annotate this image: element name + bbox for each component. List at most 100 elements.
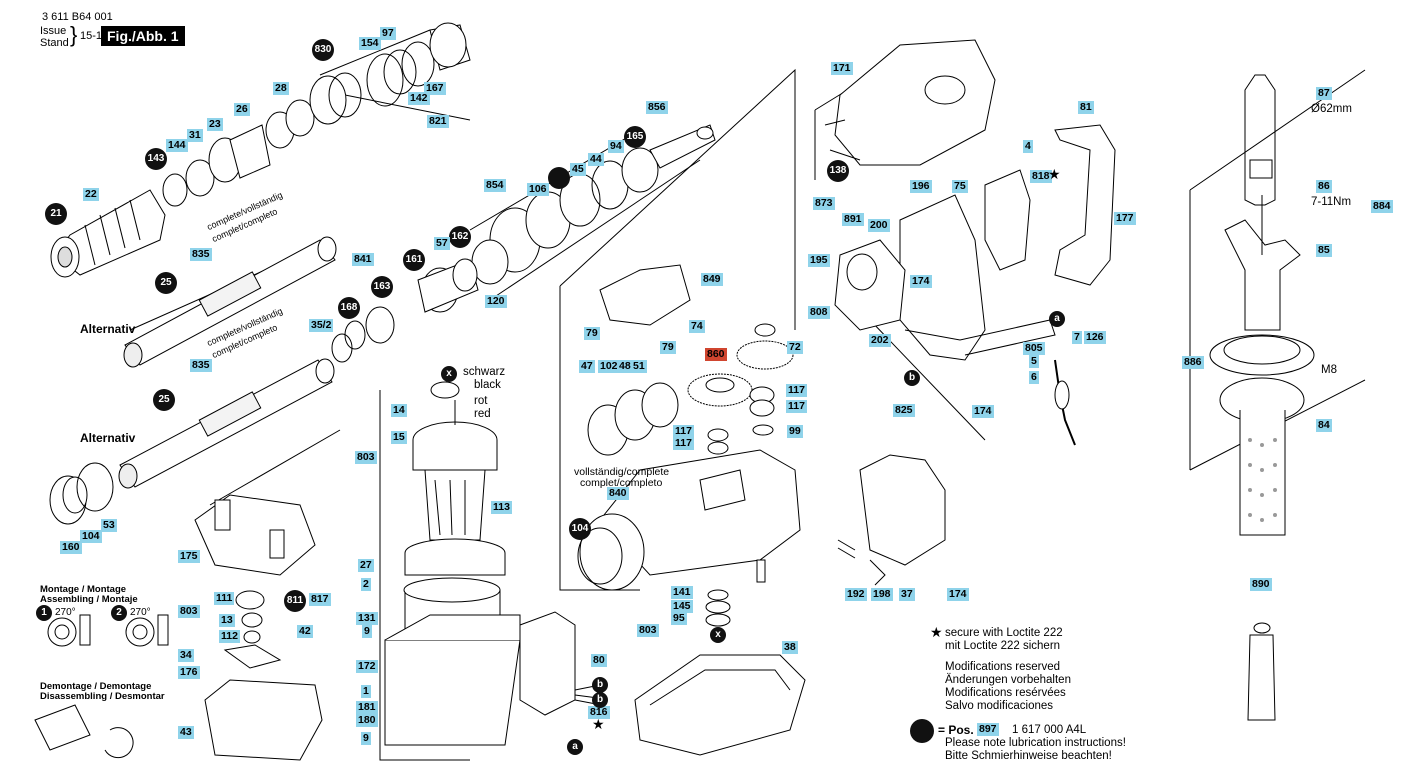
callout-890[interactable]: 890 <box>1250 578 1272 591</box>
callout-196[interactable]: 196 <box>910 180 932 193</box>
callout-27[interactable]: 27 <box>358 559 374 572</box>
callout-195[interactable]: 195 <box>808 254 830 267</box>
callout-26[interactable]: 26 <box>234 103 250 116</box>
callout-200[interactable]: 200 <box>868 219 890 232</box>
callout-816[interactable]: 816 <box>588 706 610 719</box>
callout-803-b[interactable]: 803 <box>178 605 200 618</box>
callout-117-a[interactable]: 117 <box>786 384 807 397</box>
callout-87[interactable]: 87 <box>1316 87 1332 100</box>
callout-28[interactable]: 28 <box>273 82 289 95</box>
callout-43[interactable]: 43 <box>178 726 194 739</box>
callout-9-b[interactable]: 9 <box>361 732 371 745</box>
callout-161[interactable]: 161 <box>403 249 425 271</box>
callout-181[interactable]: 181 <box>356 701 378 714</box>
callout-117-d[interactable]: 117 <box>673 437 694 450</box>
callout-22[interactable]: 22 <box>83 188 99 201</box>
callout-6[interactable]: 6 <box>1029 371 1039 384</box>
callout-45-dot[interactable] <box>548 167 570 189</box>
callout-113[interactable]: 113 <box>491 501 512 514</box>
callout-817[interactable]: 817 <box>309 593 331 606</box>
callout-163[interactable]: 163 <box>371 276 393 298</box>
callout-95[interactable]: 95 <box>671 612 687 625</box>
callout-192[interactable]: 192 <box>845 588 867 601</box>
callout-84[interactable]: 84 <box>1316 419 1332 432</box>
callout-53[interactable]: 53 <box>101 519 117 532</box>
callout-198[interactable]: 198 <box>871 588 893 601</box>
pos-number[interactable]: 897 <box>977 723 999 736</box>
callout-177[interactable]: 177 <box>1114 212 1136 225</box>
callout-85[interactable]: 85 <box>1316 244 1332 257</box>
callout-840[interactable]: 840 <box>607 487 629 500</box>
callout-174-b[interactable]: 174 <box>972 405 994 418</box>
callout-106[interactable]: 106 <box>527 183 549 196</box>
callout-1[interactable]: 1 <box>361 685 371 698</box>
callout-81[interactable]: 81 <box>1078 101 1094 114</box>
callout-79-a[interactable]: 79 <box>584 327 600 340</box>
callout-35-2[interactable]: 35/2 <box>309 319 334 332</box>
callout-886[interactable]: 886 <box>1182 356 1204 369</box>
callout-97[interactable]: 97 <box>380 27 396 40</box>
callout-891[interactable]: 891 <box>842 213 864 226</box>
callout-174-a[interactable]: 174 <box>910 275 932 288</box>
callout-34[interactable]: 34 <box>178 649 194 662</box>
callout-808[interactable]: 808 <box>808 306 830 319</box>
callout-14[interactable]: 14 <box>391 404 407 417</box>
callout-856[interactable]: 856 <box>646 101 668 114</box>
callout-171[interactable]: 171 <box>831 62 853 75</box>
callout-180[interactable]: 180 <box>356 714 378 727</box>
callout-80[interactable]: 80 <box>591 654 607 667</box>
callout-51[interactable]: 51 <box>631 360 647 373</box>
callout-884[interactable]: 884 <box>1371 200 1393 213</box>
callout-2[interactable]: 2 <box>361 578 371 591</box>
callout-48[interactable]: 48 <box>617 360 633 373</box>
callout-811[interactable]: 811 <box>284 590 306 612</box>
callout-167[interactable]: 167 <box>424 82 446 95</box>
callout-160[interactable]: 160 <box>60 541 82 554</box>
callout-825[interactable]: 825 <box>893 404 915 417</box>
callout-104-a[interactable]: 104 <box>80 530 102 543</box>
callout-99[interactable]: 99 <box>787 425 803 438</box>
callout-145[interactable]: 145 <box>671 600 693 613</box>
callout-174-c[interactable]: 174 <box>947 588 969 601</box>
callout-75[interactable]: 75 <box>952 180 968 193</box>
callout-835-b[interactable]: 835 <box>190 359 212 372</box>
callout-7[interactable]: 7 <box>1072 331 1082 344</box>
callout-830[interactable]: 830 <box>312 39 334 61</box>
callout-803-a[interactable]: 803 <box>355 451 377 464</box>
callout-13[interactable]: 13 <box>219 614 235 627</box>
callout-25-a[interactable]: 25 <box>155 272 177 294</box>
callout-94[interactable]: 94 <box>608 140 624 153</box>
callout-131[interactable]: 131 <box>356 612 378 625</box>
callout-175[interactable]: 175 <box>178 550 200 563</box>
callout-818[interactable]: 818 <box>1030 170 1052 183</box>
callout-143[interactable]: 143 <box>145 148 167 170</box>
callout-102[interactable]: 102 <box>598 360 620 373</box>
callout-803-c[interactable]: 803 <box>637 624 659 637</box>
callout-9-a[interactable]: 9 <box>362 625 372 638</box>
callout-841[interactable]: 841 <box>352 253 374 266</box>
callout-47[interactable]: 47 <box>579 360 595 373</box>
callout-86[interactable]: 86 <box>1316 180 1332 193</box>
callout-849[interactable]: 849 <box>701 273 723 286</box>
callout-79-b[interactable]: 79 <box>660 341 676 354</box>
callout-141[interactable]: 141 <box>671 586 693 599</box>
callout-112[interactable]: 112 <box>219 630 240 643</box>
callout-835-a[interactable]: 835 <box>190 248 212 261</box>
callout-44[interactable]: 44 <box>588 153 604 166</box>
callout-37[interactable]: 37 <box>899 588 915 601</box>
callout-126[interactable]: 126 <box>1084 331 1106 344</box>
callout-104-b[interactable]: 104 <box>569 518 591 540</box>
callout-15[interactable]: 15 <box>391 431 407 444</box>
callout-854[interactable]: 854 <box>484 179 506 192</box>
callout-172[interactable]: 172 <box>356 660 378 673</box>
callout-31[interactable]: 31 <box>187 129 203 142</box>
callout-72[interactable]: 72 <box>787 341 803 354</box>
callout-138[interactable]: 138 <box>827 160 849 182</box>
callout-805[interactable]: 805 <box>1023 342 1045 355</box>
callout-821[interactable]: 821 <box>427 115 449 128</box>
callout-142[interactable]: 142 <box>408 92 430 105</box>
callout-117-c[interactable]: 117 <box>673 425 694 438</box>
callout-860[interactable]: 860 <box>705 348 727 361</box>
callout-38[interactable]: 38 <box>782 641 798 654</box>
callout-5[interactable]: 5 <box>1029 355 1039 368</box>
